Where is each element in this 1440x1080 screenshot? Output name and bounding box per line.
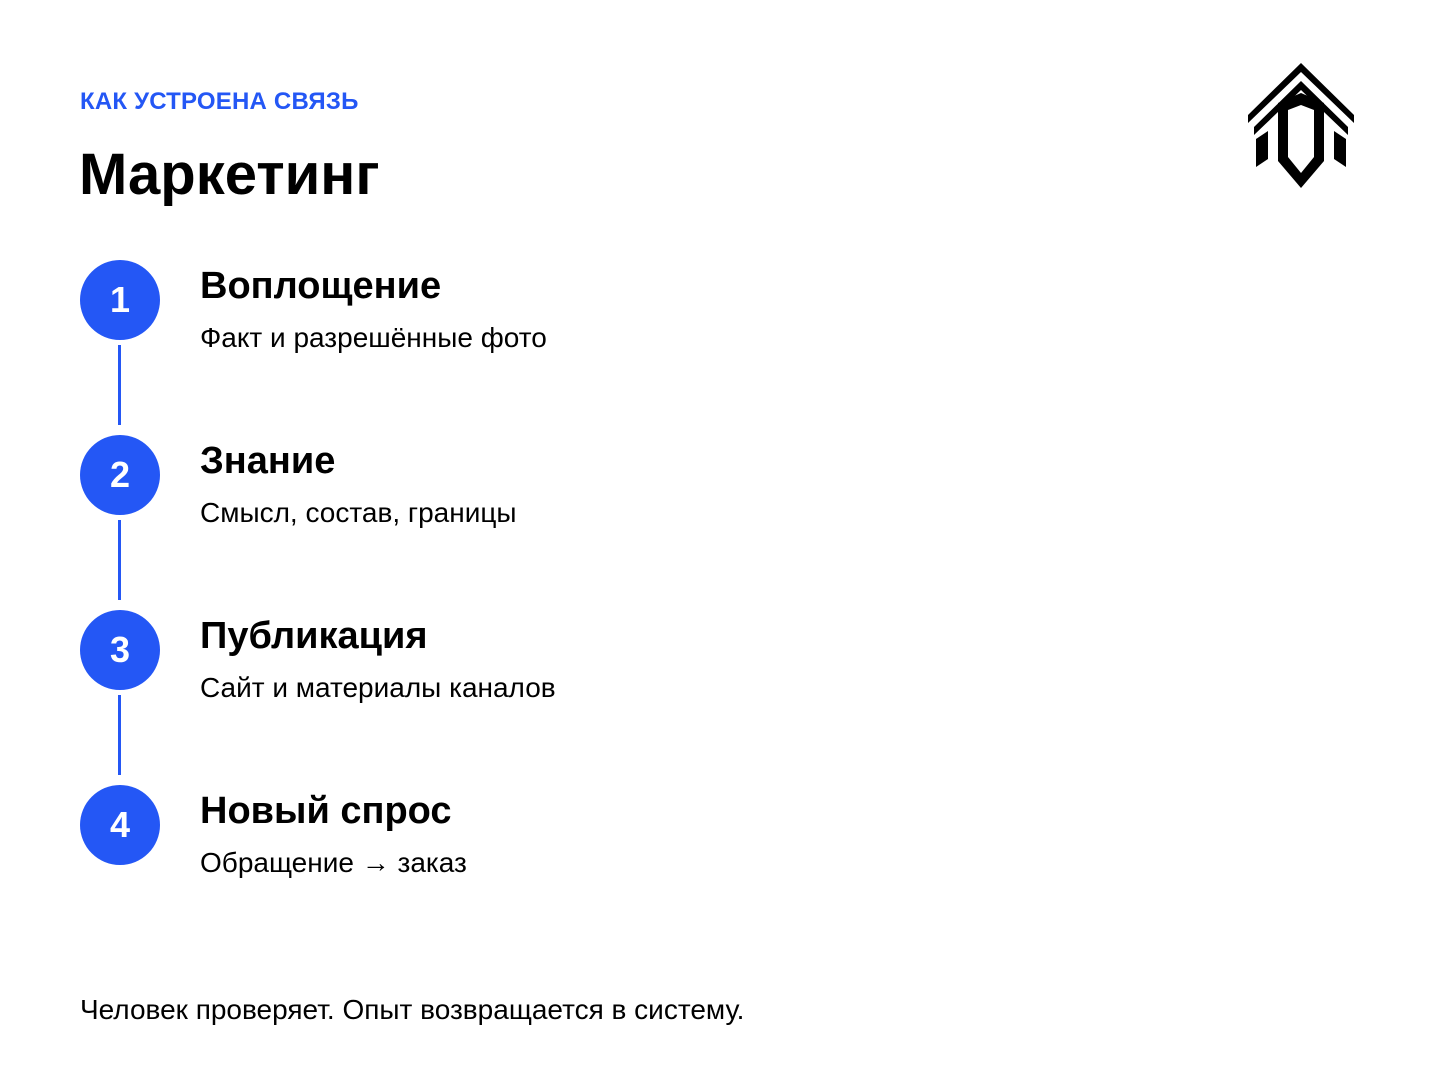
step-number-badge: 1: [80, 260, 160, 340]
timeline-connector: [118, 520, 121, 600]
timeline-connector: [118, 345, 121, 425]
step-number-badge: 3: [80, 610, 160, 690]
step-title: Знание: [200, 440, 336, 482]
step-description: Сайт и материалы каналов: [200, 672, 556, 703]
eyebrow-label: КАК УСТРОЕНА СВЯЗЬ: [80, 88, 359, 115]
timeline-connector: [118, 695, 121, 775]
timeline-step: 2 Знание Смысл, состав, границы: [80, 435, 980, 555]
step-title: Новый спрос: [200, 790, 452, 832]
footer-note: Человек проверяет. Опыт возвращается в с…: [80, 994, 745, 1025]
timeline-step: 1 Воплощение Факт и разрешённые фото: [80, 260, 980, 380]
step-description: Обращение → заказ: [200, 847, 467, 878]
timeline-step: 4 Новый спрос Обращение → заказ: [80, 785, 980, 905]
step-description: Смысл, состав, границы: [200, 497, 517, 528]
step-description: Факт и разрешённые фото: [200, 322, 547, 353]
page-title: Маркетинг: [79, 142, 380, 207]
step-number-badge: 2: [80, 435, 160, 515]
logo-icon: [1248, 63, 1354, 188]
step-title: Воплощение: [200, 265, 442, 307]
step-title: Публикация: [200, 615, 428, 657]
timeline-step: 3 Публикация Сайт и материалы каналов: [80, 610, 980, 730]
step-number-badge: 4: [80, 785, 160, 865]
